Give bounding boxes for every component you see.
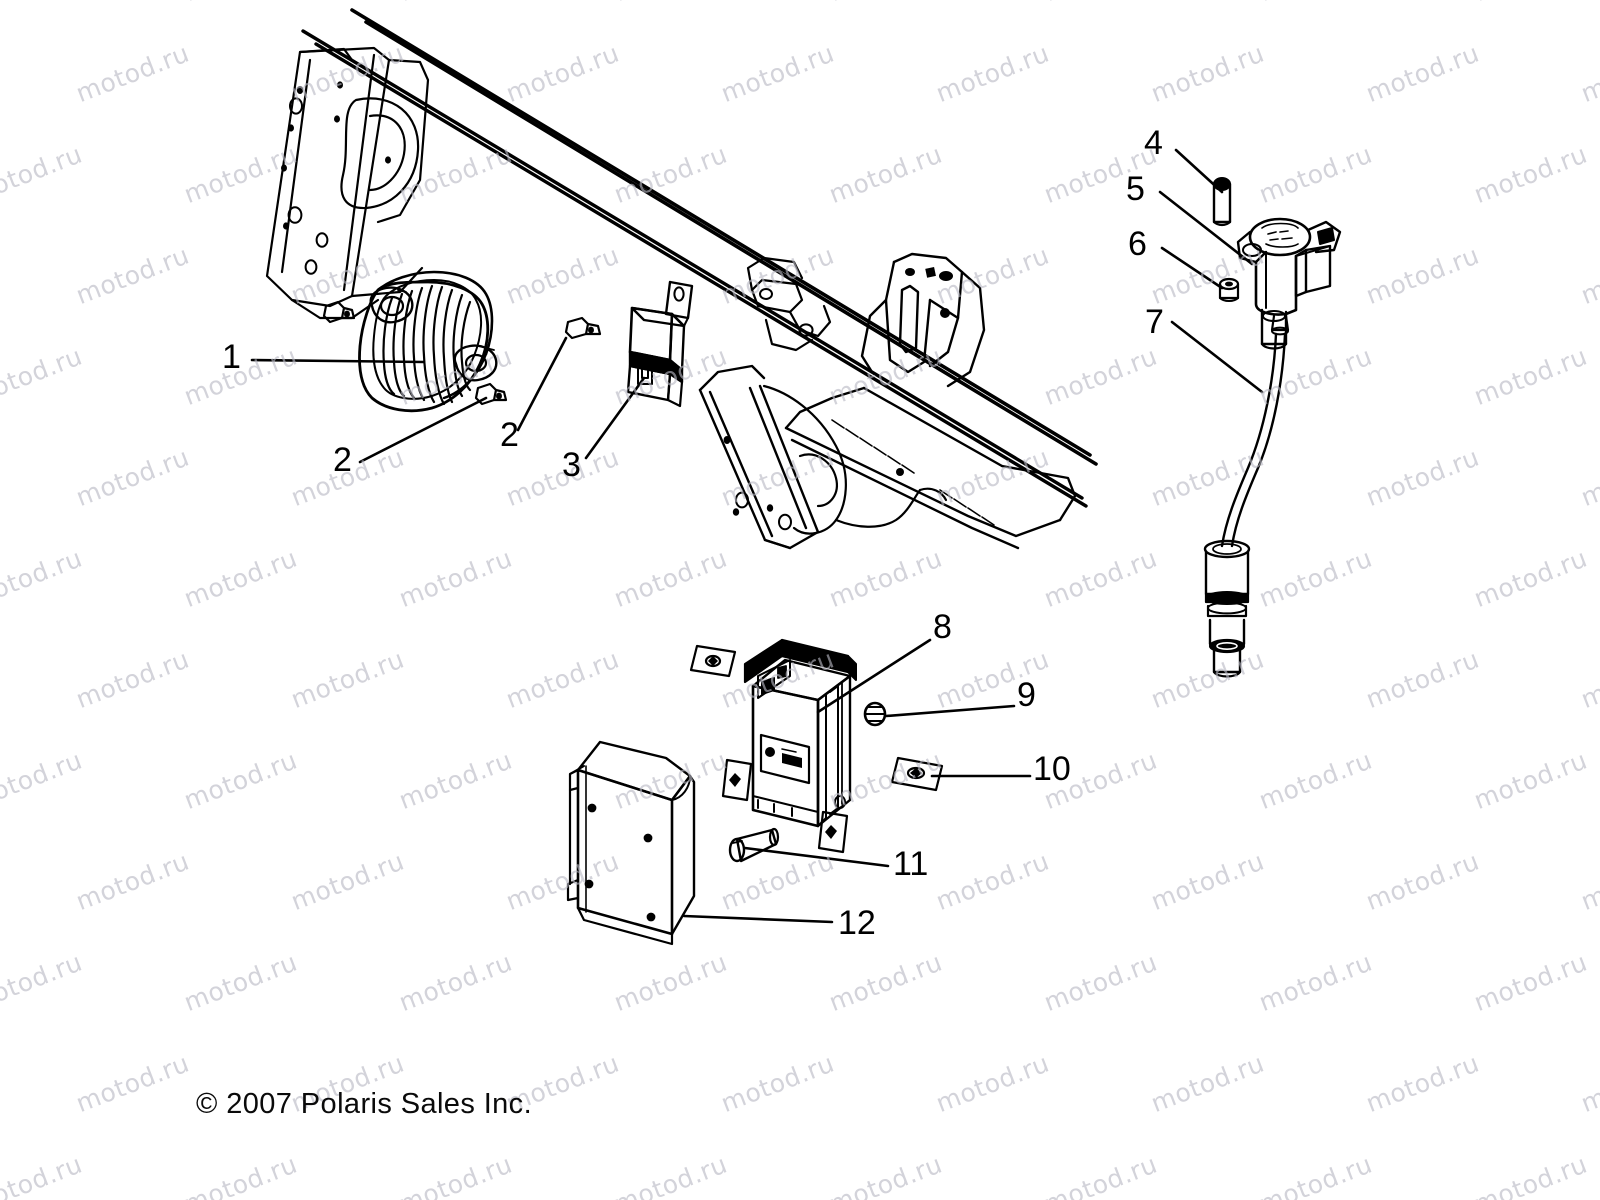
frame-lower-diagonal <box>784 386 1077 550</box>
part-12-ecu-bracket <box>566 740 696 946</box>
part-1-voltage-regulator <box>358 270 498 413</box>
callout-8-ecu-module: 8 <box>933 608 952 646</box>
leader-11 <box>743 846 890 868</box>
part-7-spark-plug-wire <box>1203 314 1290 678</box>
part-5-ignition-coil <box>1236 217 1342 350</box>
leader-2-relay <box>516 336 568 432</box>
copyright-notice: © 2007 Polaris Sales Inc. <box>196 1088 533 1120</box>
callout-9-grommet: 9 <box>1017 676 1036 714</box>
part-6-spacer-bushing <box>1218 277 1240 302</box>
part-2-bolt-relay <box>564 316 602 340</box>
callout-4-coil-bolt: 4 <box>1144 124 1163 162</box>
callout-5-ignition-coil: 5 <box>1126 170 1145 208</box>
frame-mid-bracket-a <box>746 256 832 352</box>
leader-3 <box>584 376 646 460</box>
part-11-mounting-bolt <box>728 827 780 863</box>
isolator-plate-mid-left <box>721 758 753 802</box>
isolator-plate-upper-left <box>689 644 737 678</box>
leader-6 <box>1160 246 1224 290</box>
leader-9 <box>884 704 1016 718</box>
callout-11-ecu-mounting-bolt: 11 <box>893 845 929 883</box>
frame-mid-bracket-b <box>860 252 986 388</box>
part-10-mounting-plate <box>890 756 944 792</box>
part-4-coil-bolt <box>1212 177 1232 227</box>
frame-down-tube <box>698 364 820 550</box>
callout-2-mounting-bolt-upper: 2 <box>500 416 519 454</box>
part-3-relay <box>626 280 694 408</box>
callout-7-spark-plug-wire-boot: 7 <box>1145 303 1164 341</box>
part-2-bolt-lower <box>474 382 508 406</box>
frame-upper-rail <box>350 8 1098 466</box>
leader-12 <box>682 914 834 924</box>
frame-left-bracket-holes <box>281 81 391 275</box>
callout-3-relay: 3 <box>562 446 581 484</box>
leader-1 <box>250 358 426 364</box>
callout-1-voltage-regulator-rectifier: 1 <box>222 338 241 376</box>
leader-7 <box>1170 320 1264 394</box>
leader-5 <box>1158 190 1254 266</box>
frame-second-rail <box>301 29 1088 508</box>
leader-lines <box>250 148 1264 924</box>
frame-left-bracket <box>265 46 430 320</box>
frame-rail-ticks <box>831 419 995 526</box>
leader-4 <box>1174 148 1224 194</box>
callout-10-mounting-plate: 10 <box>1033 750 1071 788</box>
isolator-plate-lower <box>817 810 849 854</box>
part-2-bolt-upper <box>322 300 356 324</box>
callout-2-mounting-bolt-lower: 2 <box>333 441 352 479</box>
part-9-grommet <box>863 701 887 727</box>
leader-8 <box>816 638 932 714</box>
frame-inner-contour <box>762 384 948 535</box>
callout-6-coil-spacer-bushing: 6 <box>1128 225 1147 263</box>
leader-2-lower <box>358 396 488 464</box>
part-8-ecu-module <box>743 638 857 828</box>
callout-12-ecu-bracket-cover: 12 <box>838 904 876 942</box>
